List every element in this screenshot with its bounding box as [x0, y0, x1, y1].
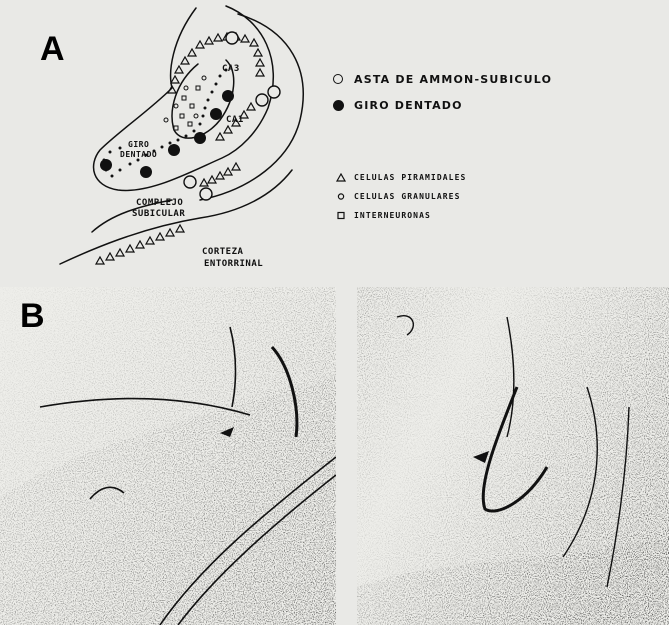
micrograph-right	[357, 287, 669, 625]
granular-cells	[103, 69, 228, 178]
dentate-markers	[100, 90, 234, 178]
giro-dentado-label-line2: DENTADO	[120, 150, 157, 160]
legend-item-dentate: GIRO DENTADO	[330, 92, 552, 118]
interneurons	[164, 76, 206, 130]
legend-item-granular: CELULAS GRANULARES	[336, 187, 466, 206]
corteza-label-line2: ENTORRINAL	[204, 259, 263, 269]
square-icon	[336, 209, 346, 223]
open-circle-icon	[330, 72, 346, 86]
outer-outline	[94, 6, 274, 190]
legend-text: CELULAS GRANULARES	[354, 192, 461, 201]
legend-text: INTERNEURONAS	[354, 211, 431, 220]
complejo-label-line2: SUBICULAR	[132, 209, 185, 219]
complejo-label-line1: COMPLEJO	[136, 198, 183, 208]
micrograph-left-image	[0, 287, 336, 625]
legend-text: ASTA DE AMMON-SUBICULO	[354, 73, 552, 86]
small-circle-icon	[336, 190, 346, 204]
cell-legend: CELULAS PIRAMIDALES CELULAS GRANULARES I…	[336, 168, 466, 225]
legend-text: CELULAS PIRAMIDALES	[354, 173, 466, 182]
legend-item-pyramidal: CELULAS PIRAMIDALES	[336, 168, 466, 187]
legend-text: GIRO DENTADO	[354, 99, 463, 112]
corteza-label-line1: CORTEZA	[202, 247, 243, 257]
micrograph-right-image	[357, 287, 669, 625]
ca3-label: CA3	[222, 64, 240, 74]
legend-item-interneurons: INTERNEURONAS	[336, 206, 466, 225]
panel-b-letter: B	[20, 297, 45, 336]
triangle-icon	[336, 171, 346, 185]
cortex-outline-upper	[200, 14, 303, 200]
giro-dentado-label-line1: GIRO	[128, 140, 149, 150]
panel-a-diagram: A	[0, 0, 669, 285]
region-legend: ASTA DE AMMON-SUBICULO GIRO DENTADO	[330, 66, 552, 118]
hippocampus-schematic	[0, 0, 669, 285]
filled-circle-icon	[330, 98, 346, 112]
micrograph-left: B	[0, 287, 336, 625]
legend-item-ammon: ASTA DE AMMON-SUBICULO	[330, 66, 552, 92]
ca1-label: CA1	[226, 115, 244, 125]
